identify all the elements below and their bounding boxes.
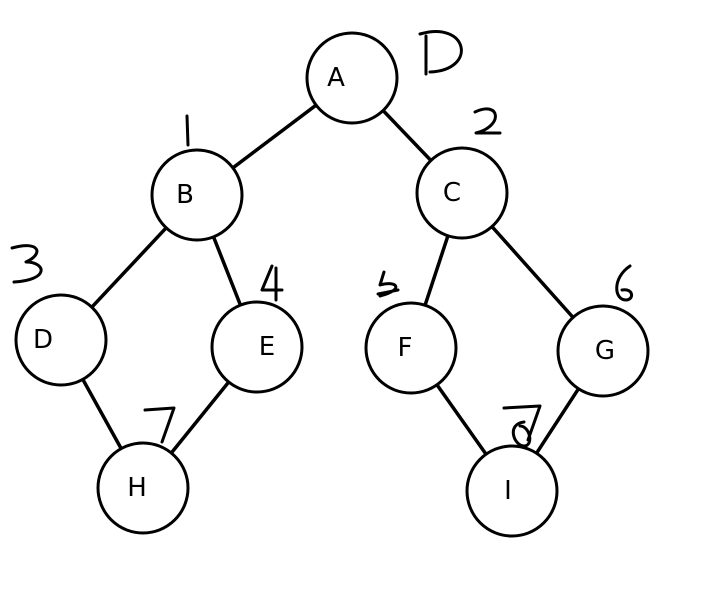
node-circle bbox=[364, 301, 458, 395]
edge-g-i bbox=[530, 380, 585, 462]
handwritten-annotation-f: 5 bbox=[376, 270, 400, 298]
node-label: H bbox=[127, 473, 147, 503]
handwritten-annotation-e: 4 bbox=[260, 264, 284, 302]
handwritten-annotation-i: 8 bbox=[502, 404, 542, 448]
annotation-stroke bbox=[473, 107, 502, 135]
edge-a-b bbox=[224, 98, 325, 175]
edge-c-g bbox=[484, 218, 581, 326]
node-circle bbox=[14, 293, 108, 387]
tree-node-g: G bbox=[556, 304, 650, 398]
tree-node-a: A bbox=[305, 31, 399, 125]
tree-node-e: E bbox=[210, 300, 304, 394]
node-circle bbox=[415, 146, 509, 240]
tree-node-b: B bbox=[150, 148, 244, 242]
handwritten-annotation-b: 1 bbox=[185, 114, 190, 147]
node-label: C bbox=[443, 178, 461, 208]
annotation-stroke bbox=[185, 114, 190, 147]
annotation-stroke bbox=[502, 404, 542, 448]
edge-b-d bbox=[84, 220, 174, 315]
node-label: D bbox=[33, 325, 53, 355]
annotations-layer: D 1 2 3 4 5 6 7 8 bbox=[10, 30, 633, 448]
node-label: E bbox=[259, 332, 275, 362]
node-circle bbox=[465, 444, 559, 538]
tree-node-c: C bbox=[415, 146, 509, 240]
annotation-stroke bbox=[418, 30, 463, 76]
nodes-layer: A B C D E F G H I bbox=[14, 31, 650, 538]
node-label: G bbox=[595, 336, 615, 366]
tree-node-d: D bbox=[14, 293, 108, 387]
handwritten-annotation-c: 2 bbox=[473, 107, 502, 135]
node-circle bbox=[96, 441, 190, 535]
tree-node-f: F bbox=[364, 301, 458, 395]
handwritten-annotation-a: D bbox=[418, 30, 463, 76]
handwritten-annotation-d: 3 bbox=[10, 244, 43, 284]
handwritten-annotation-g: 6 bbox=[615, 264, 633, 302]
annotation-stroke bbox=[10, 244, 43, 284]
node-label: F bbox=[398, 333, 413, 363]
node-label: B bbox=[176, 180, 194, 210]
node-label: I bbox=[504, 476, 512, 506]
tree-node-i: I bbox=[465, 444, 559, 538]
node-circle bbox=[210, 300, 304, 394]
edge-f-i bbox=[430, 376, 493, 463]
annotation-stroke bbox=[376, 270, 400, 298]
handwritten-annotation-h: 7 bbox=[143, 406, 176, 444]
edge-a-c bbox=[375, 102, 439, 169]
edge-c-f bbox=[420, 226, 453, 315]
annotation-stroke bbox=[143, 406, 176, 444]
node-circle bbox=[150, 148, 244, 242]
edge-d-h bbox=[77, 370, 127, 458]
node-label: A bbox=[327, 63, 345, 93]
annotation-stroke bbox=[615, 264, 633, 302]
edge-e-h bbox=[164, 374, 236, 461]
edges-layer bbox=[77, 98, 585, 463]
node-circle bbox=[305, 31, 399, 125]
edge-b-e bbox=[208, 227, 246, 315]
annotation-stroke bbox=[260, 264, 284, 302]
tree-node-h: H bbox=[96, 441, 190, 535]
node-circle bbox=[556, 304, 650, 398]
